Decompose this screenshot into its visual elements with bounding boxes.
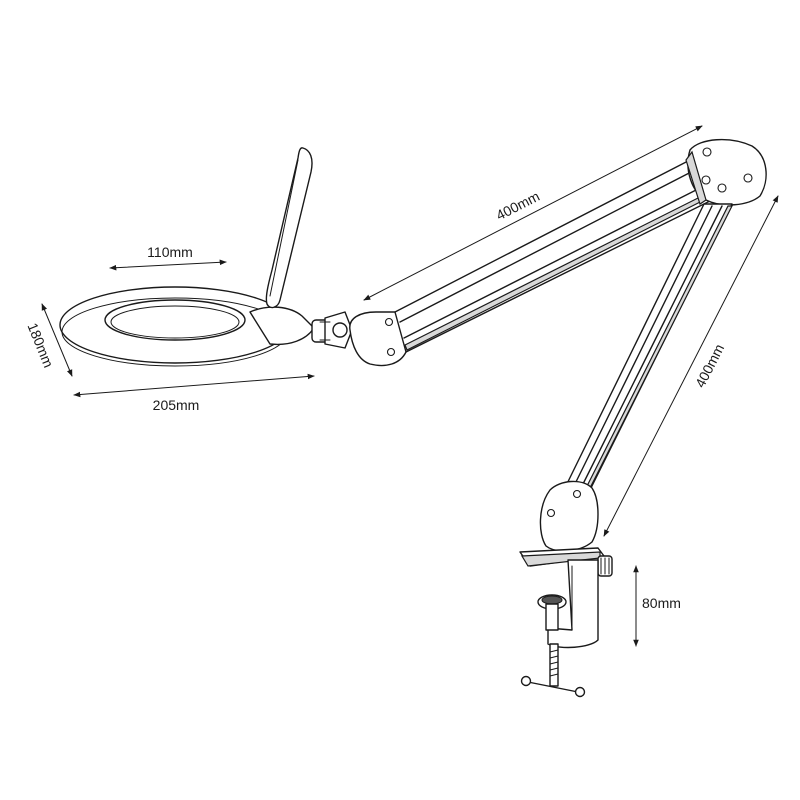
clamp-knob — [597, 555, 613, 577]
swivel-joint — [311, 311, 353, 349]
label-upper-400mm: 400mm — [493, 188, 542, 223]
clamp-jaw — [537, 594, 567, 631]
screw-elbow-2 — [701, 175, 711, 185]
label-lower-400mm: 400mm — [692, 341, 727, 390]
clamp-t-handle — [520, 675, 586, 698]
label-110mm: 110mm — [147, 244, 193, 260]
screw-head-joint-1 — [384, 317, 394, 327]
lens-cover — [265, 147, 313, 309]
magnifier-lens — [104, 299, 246, 341]
magnifier-head — [59, 147, 353, 367]
clamp-body — [547, 559, 599, 649]
base-joint — [539, 480, 599, 552]
dimension-205mm: 205mm — [73, 373, 315, 413]
label-205mm: 205mm — [153, 397, 200, 413]
dimension-110mm: 110mm — [109, 244, 227, 271]
screw-elbow-4 — [743, 173, 753, 183]
screw-base-joint-2 — [546, 508, 556, 518]
screw-elbow-3 — [717, 183, 727, 193]
label-80mm: 80mm — [642, 595, 681, 611]
elbow-joint — [685, 138, 767, 206]
screw-base-joint-1 — [572, 489, 582, 499]
screw-elbow-1 — [702, 147, 712, 157]
dimension-80mm: 80mm — [633, 565, 681, 647]
screw-head-joint-2 — [386, 347, 396, 357]
table-clamp — [519, 547, 613, 698]
